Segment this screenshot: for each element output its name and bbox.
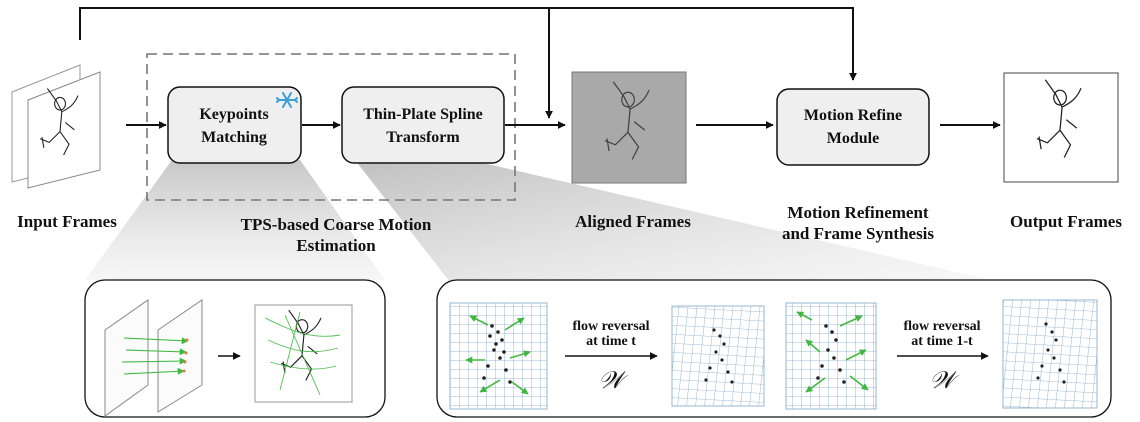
caption-output-frames: Output Frames xyxy=(1010,212,1122,231)
flow-reversal-1-line1: flow reversal xyxy=(572,319,649,334)
motion-vectors-2 xyxy=(796,311,869,393)
tps-label-line1: Thin-Plate Spline xyxy=(363,106,483,123)
motion-vectors-1 xyxy=(465,315,531,395)
warped-grid-2 xyxy=(1002,299,1098,409)
match-arrows xyxy=(121,337,189,375)
coarse-motion-region xyxy=(146,53,516,201)
keypoints-matching-box: Keypoints Matching xyxy=(167,86,302,164)
flow-reversal-2-line2: at time 1-t xyxy=(911,334,973,349)
flow-reversal-detail-panel: flow reversal at time t 𝒲 flow reversal … xyxy=(436,279,1112,418)
input-frames-stack xyxy=(11,64,101,189)
keypoints-label-line2: Matching xyxy=(201,129,267,146)
keypoints-detail-panel xyxy=(84,279,386,418)
zoom-wedge-tps xyxy=(355,160,1000,282)
keypoints-label-line1: Keypoints xyxy=(199,106,268,123)
caption-aligned-frames: Aligned Frames xyxy=(575,212,691,231)
detail-frame-back xyxy=(104,299,149,417)
warped-grid-1 xyxy=(671,305,765,407)
feedback-arrow xyxy=(79,7,857,81)
tps-label-line2: Transform xyxy=(386,129,460,146)
keypoint-grid-2 xyxy=(785,302,877,410)
aligned-frame-image xyxy=(571,71,687,184)
detail-frame-front xyxy=(157,299,203,413)
keypoint-grid-1 xyxy=(449,302,548,410)
flow-reversal-2-line1: flow reversal xyxy=(903,319,980,334)
motion-refine-label-line1: Motion Refine xyxy=(804,107,902,124)
zoom-wedge-keypoints xyxy=(85,160,385,280)
caption-input-frames: Input Frames xyxy=(17,212,117,231)
tps-transform-box: Thin-Plate Spline Transform xyxy=(341,86,505,164)
caption-coarse-line2: Estimation xyxy=(296,236,376,255)
snowflake-icon xyxy=(276,92,298,108)
motion-refine-label-line2: Module xyxy=(827,130,879,147)
caption-refinement-line2: and Frame Synthesis xyxy=(782,224,934,243)
caption-coarse-line1: TPS-based Coarse Motion xyxy=(241,215,432,234)
caption-refinement-line1: Motion Refinement xyxy=(787,203,929,222)
motion-refine-box: Motion Refine Module xyxy=(776,88,930,166)
flow-reversal-1-line2: at time t xyxy=(586,334,636,349)
output-frame-image xyxy=(1003,72,1119,183)
